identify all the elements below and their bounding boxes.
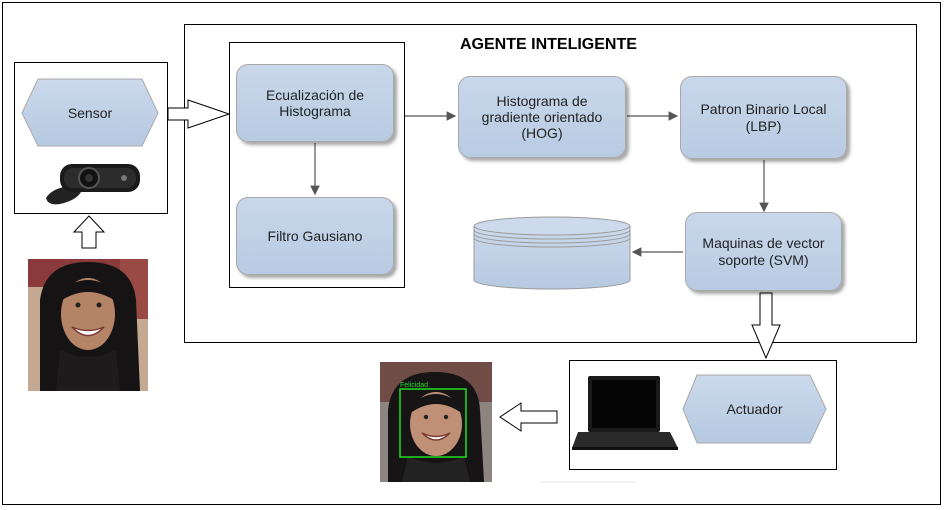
filtro-gausiano-node: Filtro Gausiano xyxy=(236,197,394,275)
input-face-photo xyxy=(28,259,148,391)
detection-label: Felicidad xyxy=(400,382,428,389)
actuador-label: Actuador xyxy=(726,401,783,417)
svm-node: Maquinas de vector soporte (SVM) xyxy=(685,212,842,291)
agent-title: AGENTE INTELIGENTE xyxy=(460,36,637,53)
sensor-to-agent-arrow xyxy=(167,99,231,129)
laptop-icon xyxy=(572,376,678,450)
lbp-node: Patron Binario Local (LBP) xyxy=(680,76,847,159)
sensor-label: Sensor xyxy=(67,104,113,121)
svm-to-actuator-arrow xyxy=(751,292,781,360)
actuador-hexagon xyxy=(682,374,827,444)
detection-box xyxy=(399,388,467,458)
ecualizacion-node: Ecualización de Histograma xyxy=(236,64,394,142)
database-cylinder xyxy=(473,216,631,290)
actuator-to-result-arrow xyxy=(499,402,558,432)
sensor-hexagon xyxy=(21,78,159,147)
hog-node: Histograma de gradiente orientado (HOG) xyxy=(458,76,626,158)
result-face-photo xyxy=(380,362,492,482)
photo-to-sensor-arrow xyxy=(72,215,106,249)
webcam-icon xyxy=(46,164,140,205)
